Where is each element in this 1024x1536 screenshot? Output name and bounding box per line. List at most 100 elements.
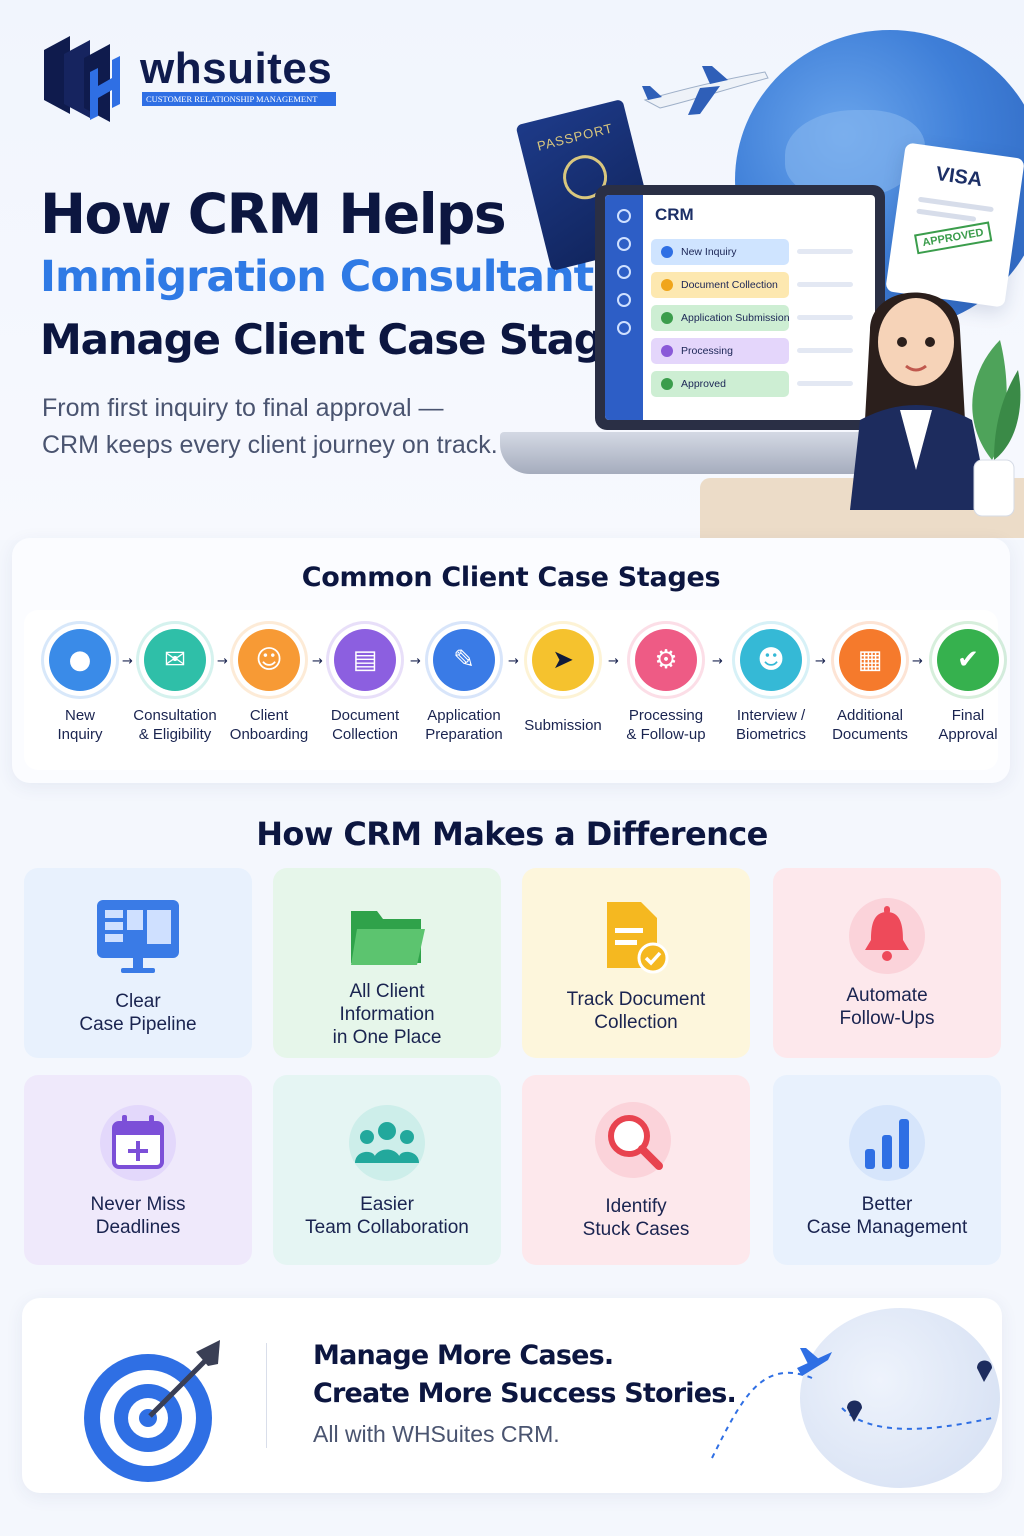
hero-subtitle: From first inquiry to final approval — C… (42, 390, 512, 464)
user-icon: ● (49, 629, 111, 691)
stage-label-line: Collection (332, 726, 398, 743)
user-icon[interactable] (617, 321, 631, 335)
stage-label: Interview /Biometrics (719, 706, 823, 744)
stage-circle: ✎ (428, 624, 500, 696)
crm-sidebar (605, 195, 643, 420)
stage-consultation[interactable]: ✉ Consultation& Eligibility (123, 624, 227, 744)
stage-label-line: Final (951, 707, 985, 724)
team-icon (273, 1103, 501, 1183)
benefit-label-line: Deadlines (95, 1217, 181, 1238)
group-icon: ☺ (238, 629, 300, 691)
stage-label-line: New (64, 707, 95, 724)
brand-name: whsuites (140, 44, 333, 93)
arrow-right-icon: → (217, 654, 228, 669)
benefit-label-line: Information (339, 1004, 435, 1025)
crm-title: CRM (655, 205, 694, 224)
subtitle-line-1: From first inquiry to final approval — (42, 394, 444, 422)
text-line (797, 381, 853, 386)
arrow-right-icon: → (122, 654, 133, 669)
consultant-illustration (850, 292, 990, 510)
document-check-icon (522, 896, 750, 976)
crm-stage-row[interactable]: Approved (651, 371, 789, 397)
whsuites-logo[interactable]: whsuites CUSTOMER RELATIONSHIP MANAGEMEN… (40, 28, 350, 128)
calendar-icon (24, 1103, 252, 1183)
benefit-label-line: Stuck Cases (582, 1219, 690, 1240)
user-icon[interactable] (617, 209, 631, 223)
stages-section-title: Common Client Case Stages (301, 562, 721, 593)
stage-label: Submission (511, 716, 615, 735)
footer-banner: Manage More Cases. Create More Success S… (22, 1298, 1002, 1493)
stage-processing[interactable]: ⚙ Processing& Follow-up (614, 624, 718, 744)
laptop-crm-screen: CRM New Inquiry Document Collection Appl… (595, 185, 885, 430)
crm-stage-row[interactable]: New Inquiry (651, 239, 789, 265)
stage-circle: ✉ (139, 624, 211, 696)
map-pin-icon (977, 1360, 992, 1382)
user-icon[interactable] (617, 293, 631, 307)
globe-illustration (800, 1308, 1000, 1488)
stage-label-line: Preparation (425, 726, 503, 743)
banner-line-2: Create More Success Stories. (313, 1378, 737, 1409)
text-line (797, 348, 853, 353)
stage-label-line: Client (249, 707, 289, 724)
benefit-label-line: Follow-Ups (839, 1008, 935, 1029)
airplane-icon (642, 66, 769, 115)
benefit-label-line: Collection (594, 1012, 678, 1033)
stage-circle: ▦ (834, 624, 906, 696)
crm-stage-row[interactable]: Document Collection (651, 272, 789, 298)
arrow-right-icon: → (815, 654, 826, 669)
stage-submission[interactable]: ➤ Submission (511, 624, 615, 735)
text-line (797, 315, 853, 320)
stage-label-line: Inquiry (57, 726, 103, 743)
text-line (797, 282, 853, 287)
target-icon (84, 1340, 220, 1482)
user-icon[interactable] (617, 265, 631, 279)
stage-label-line: Document (330, 707, 400, 724)
headline-line-1: How CRM Helps (40, 182, 507, 246)
stage-label-line: & Follow-up (626, 726, 706, 743)
bell-icon (773, 896, 1001, 976)
arrow-right-icon: → (712, 654, 723, 669)
text-line (797, 249, 853, 254)
hero-section: whsuites CUSTOMER RELATIONSHIP MANAGEMEN… (0, 0, 1024, 540)
approved-stamp: APPROVED (914, 221, 993, 255)
stage-label-line: Application (427, 707, 501, 724)
benefit-label-line: Case Pipeline (79, 1014, 197, 1035)
user-icon[interactable] (617, 237, 631, 251)
logo-mark-icon (44, 36, 120, 122)
crm-stage-row[interactable]: Processing (651, 338, 789, 364)
crm-stage-row[interactable]: Application Submission (651, 305, 790, 331)
subtitle-line-2: CRM keeps every client journey on track. (42, 431, 498, 459)
text-line (916, 208, 977, 222)
bar-chart-icon (773, 1103, 1001, 1183)
chat-icon: ✉ (144, 629, 206, 691)
stage-label-line: Consultation (133, 707, 217, 724)
benefit-label-line: Better (861, 1194, 913, 1215)
stage-interview-biometrics[interactable]: ☻ Interview /Biometrics (719, 624, 823, 744)
banner-line-1: Manage More Cases. (313, 1340, 614, 1371)
gear-icon: ⚙ (635, 629, 697, 691)
stage-label-line: Additional (837, 707, 903, 724)
interview-icon: ☻ (740, 629, 802, 691)
visa-label: VISA (934, 162, 984, 192)
banner-line-3: All with WHSuites CRM. (313, 1421, 560, 1447)
headline-line-3: Manage Client Case Stages (40, 315, 655, 364)
